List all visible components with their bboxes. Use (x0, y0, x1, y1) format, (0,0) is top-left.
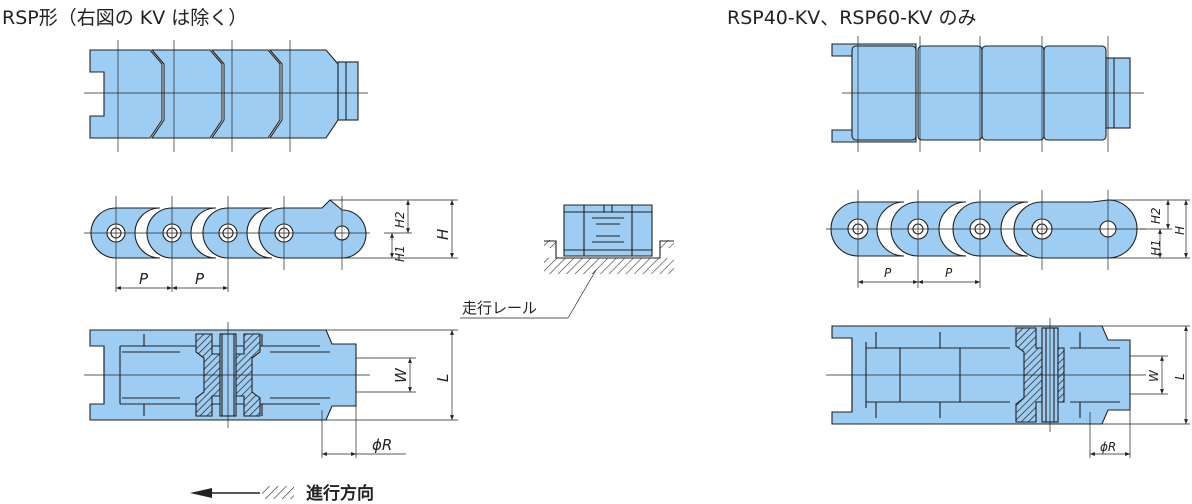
rsp-side-view (90, 199, 367, 259)
kv-label-length-l: L (1173, 373, 1187, 380)
direction-indicator (190, 486, 294, 499)
rail-detail (544, 204, 674, 274)
kv-label-roller-r: ϕR (1100, 440, 1116, 454)
kv-label-width-w: W (1147, 369, 1161, 382)
label-length-l: L (434, 374, 452, 382)
kv-side-dimensions (826, 190, 1190, 288)
title-rsp: RSP形（右図の KV は除く） (2, 7, 248, 29)
label-pitch-1: P (139, 270, 149, 288)
rail-leader (460, 269, 597, 319)
kv-section-dimensions (826, 318, 1190, 458)
label-pitch-2: P (195, 270, 205, 288)
section-view-dimensions (84, 322, 458, 458)
label-height: H (434, 229, 452, 240)
top-view-centerlines (84, 40, 368, 152)
kv-label-h1: H1 (1149, 239, 1163, 256)
kv-label-height: H (1173, 226, 1187, 235)
kv-label-pitch-2: P (945, 266, 953, 280)
label-h1: H1 (393, 245, 407, 262)
kv-label-pitch-1: P (884, 266, 892, 280)
label-direction: 進行方向 (306, 483, 374, 504)
label-roller-r: ϕR (372, 436, 392, 454)
label-h2: H2 (393, 211, 407, 228)
kv-top-centerlines (842, 36, 1144, 152)
label-width-w: W (392, 367, 410, 383)
side-view-dimensions (84, 196, 458, 292)
rsp-top-view (89, 49, 359, 139)
title-rsp-kv: RSP40-KV、RSP60-KV のみ (727, 7, 977, 29)
label-rail: 走行レール (462, 299, 537, 317)
kv-label-h2: H2 (1149, 207, 1163, 224)
